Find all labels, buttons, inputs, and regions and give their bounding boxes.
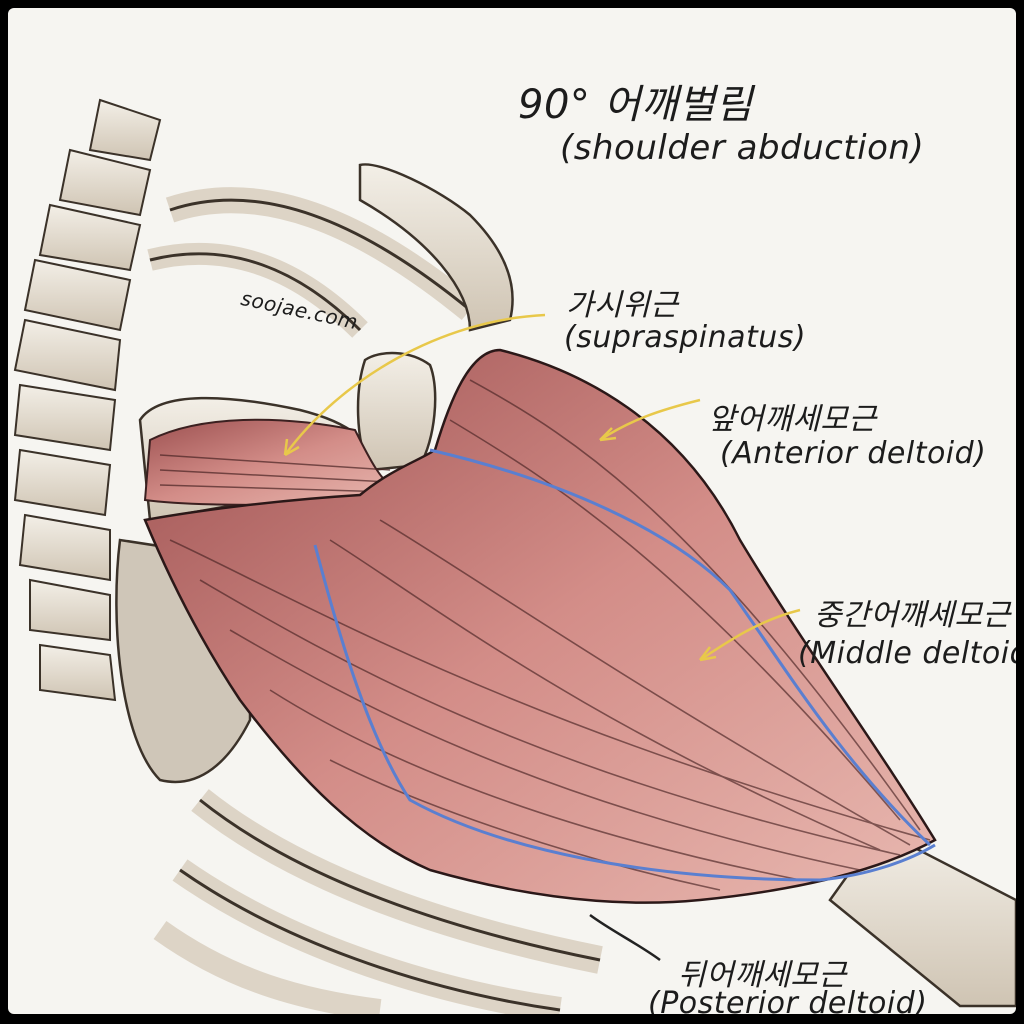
spine <box>13 98 162 702</box>
supraspinatus-label-english: (supraspinatus) <box>564 320 807 355</box>
acromion <box>356 351 437 472</box>
supraspinatus-muscle <box>143 418 403 507</box>
middle-deltoid-label-english: (Middle deltoid) <box>798 636 1016 671</box>
ribcage <box>147 187 603 1014</box>
middle-deltoid-label-korean: 중간어깨세모근 <box>814 598 1011 633</box>
supraspinatus-arrow <box>283 313 546 456</box>
middle-deltoid-arrow <box>699 608 801 662</box>
anterior-deltoid-label-korean: 앞어깨세모근 <box>708 402 877 437</box>
title-korean: 90° 어깨벌림 <box>518 82 753 128</box>
posterior-deltoid-label-english: (Posterior deltoid) <box>648 986 928 1014</box>
clavicle <box>358 163 514 332</box>
posterior-deltoid-arrow <box>589 913 661 962</box>
supraspinatus-label-korean: 가시위근 <box>566 288 679 323</box>
annotation-arrows <box>283 313 801 962</box>
anterior-deltoid-label-english: (Anterior deltoid) <box>720 436 987 471</box>
deltoid-muscle <box>143 348 937 904</box>
title-english: (shoulder abduction) <box>560 128 925 168</box>
posterior-deltoid-label-korean: 뒤어깨세모근 <box>678 958 847 993</box>
humerus <box>828 828 1016 1008</box>
anterior-middle-boundary <box>429 448 932 847</box>
anterior-deltoid-arrow <box>599 398 701 442</box>
anatomy-illustration <box>13 98 1016 1014</box>
illustration-frame: 90° 어깨벌림 (shoulder abduction) soojae.com… <box>8 8 1016 1014</box>
middle-posterior-boundary <box>313 544 936 882</box>
